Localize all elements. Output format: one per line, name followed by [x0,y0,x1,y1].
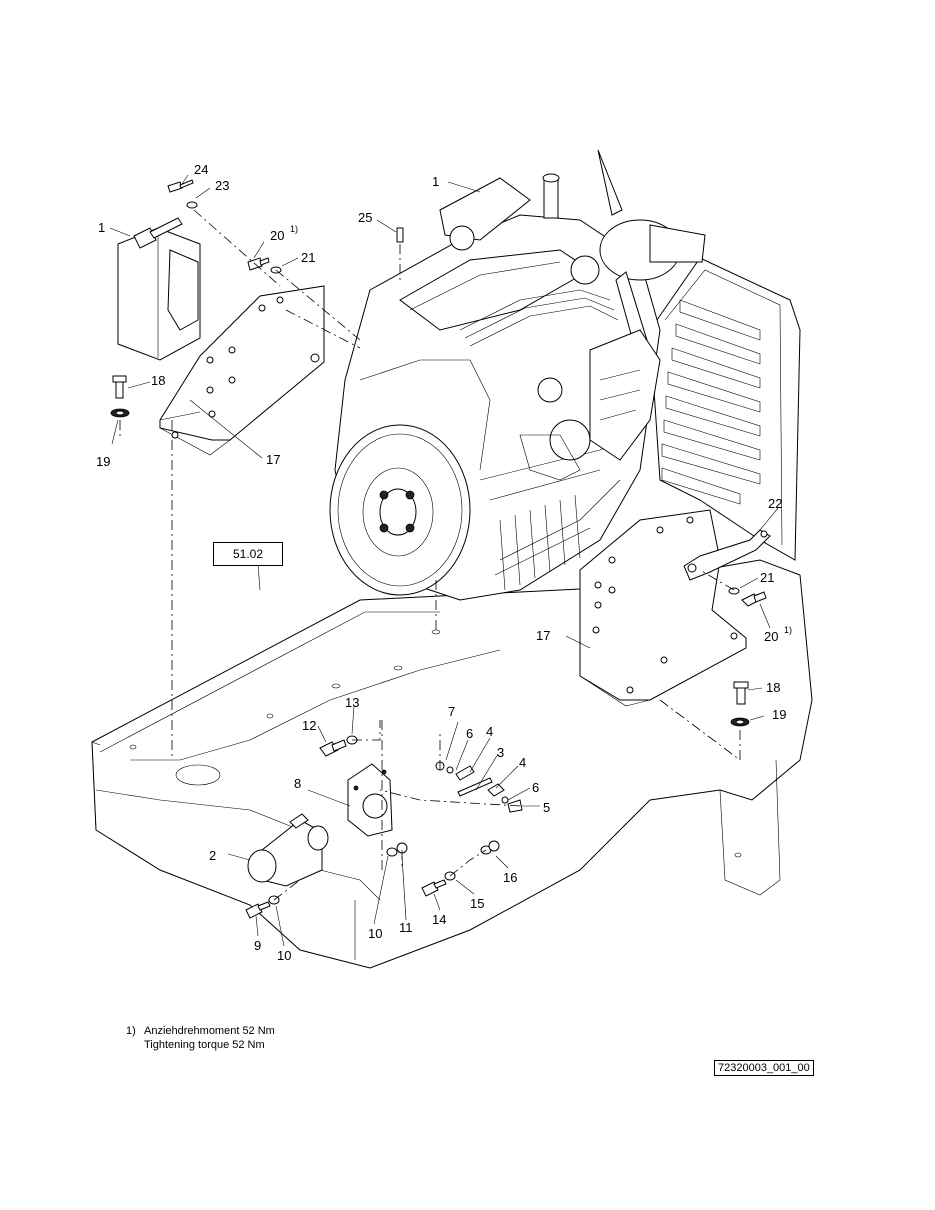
callout-7: 7 [448,704,455,719]
callout-6-lower: 6 [532,780,539,795]
radiator-grille [649,257,801,561]
footnote-marker: 1) [126,1025,136,1037]
callout-4-top: 4 [486,724,493,739]
callout-25: 25 [358,210,372,225]
callout-12: 12 [302,718,316,733]
callout-20-left: 20 [270,228,284,243]
callout-17-right: 17 [536,628,550,643]
solenoid-bracket [347,763,393,837]
callout-5: 5 [543,800,550,815]
earth-strap [683,529,771,581]
callout-14: 14 [432,912,446,927]
callout-15: 15 [470,896,484,911]
left-bracket [159,285,325,456]
callout-17-left: 17 [266,452,280,467]
callout-numbers: 1 1 24 23 25 20 1) 21 18 19 17 22 21 20 … [96,162,792,963]
coolant-tank [117,217,201,361]
footnote-line-english: Tightening torque 52 Nm [144,1039,265,1051]
callout-13: 13 [345,695,359,710]
reference-box: 51.02 [213,542,283,566]
assembly-lines [119,209,741,901]
callout-16: 16 [503,870,517,885]
note-marker-left: 1) [290,224,298,234]
callout-3: 3 [497,745,504,760]
footnote-line-german: Anziehdrehmoment 52 Nm [144,1025,275,1037]
callout-24: 24 [194,162,208,177]
callout-10-left: 10 [277,948,291,963]
chassis-frame [91,559,813,969]
callout-2: 2 [209,848,216,863]
linkage-parts [435,761,523,813]
callout-8: 8 [294,776,301,791]
engine-assembly [329,149,706,601]
callout-10-centre: 10 [368,926,382,941]
right-bracket [579,509,747,707]
callout-21-right: 21 [760,570,774,585]
callout-4-lower: 4 [519,755,526,770]
footnote: 1) Anziehdrehmoment 52 Nm Tightening torq… [126,1024,275,1052]
callout-19-left: 19 [96,454,110,469]
callout-22: 22 [768,496,782,511]
callout-18-left: 18 [151,373,165,388]
callout-19-right: 19 [772,707,786,722]
callout-6-top: 6 [466,726,473,741]
callout-21-left: 21 [301,250,315,265]
stop-solenoid [247,813,329,887]
callout-20-right: 20 [764,629,778,644]
leader-lines [109,174,779,947]
callout-18-right: 18 [766,680,780,695]
callout-1-engine: 1 [432,174,439,189]
drawing-id: 72320003_001_00 [714,1060,814,1076]
callout-1-tank: 1 [98,220,105,235]
fasteners [110,179,767,919]
callout-9: 9 [254,938,261,953]
note-marker-right: 1) [784,625,792,635]
callout-23: 23 [215,178,229,193]
callout-11: 11 [399,920,413,935]
